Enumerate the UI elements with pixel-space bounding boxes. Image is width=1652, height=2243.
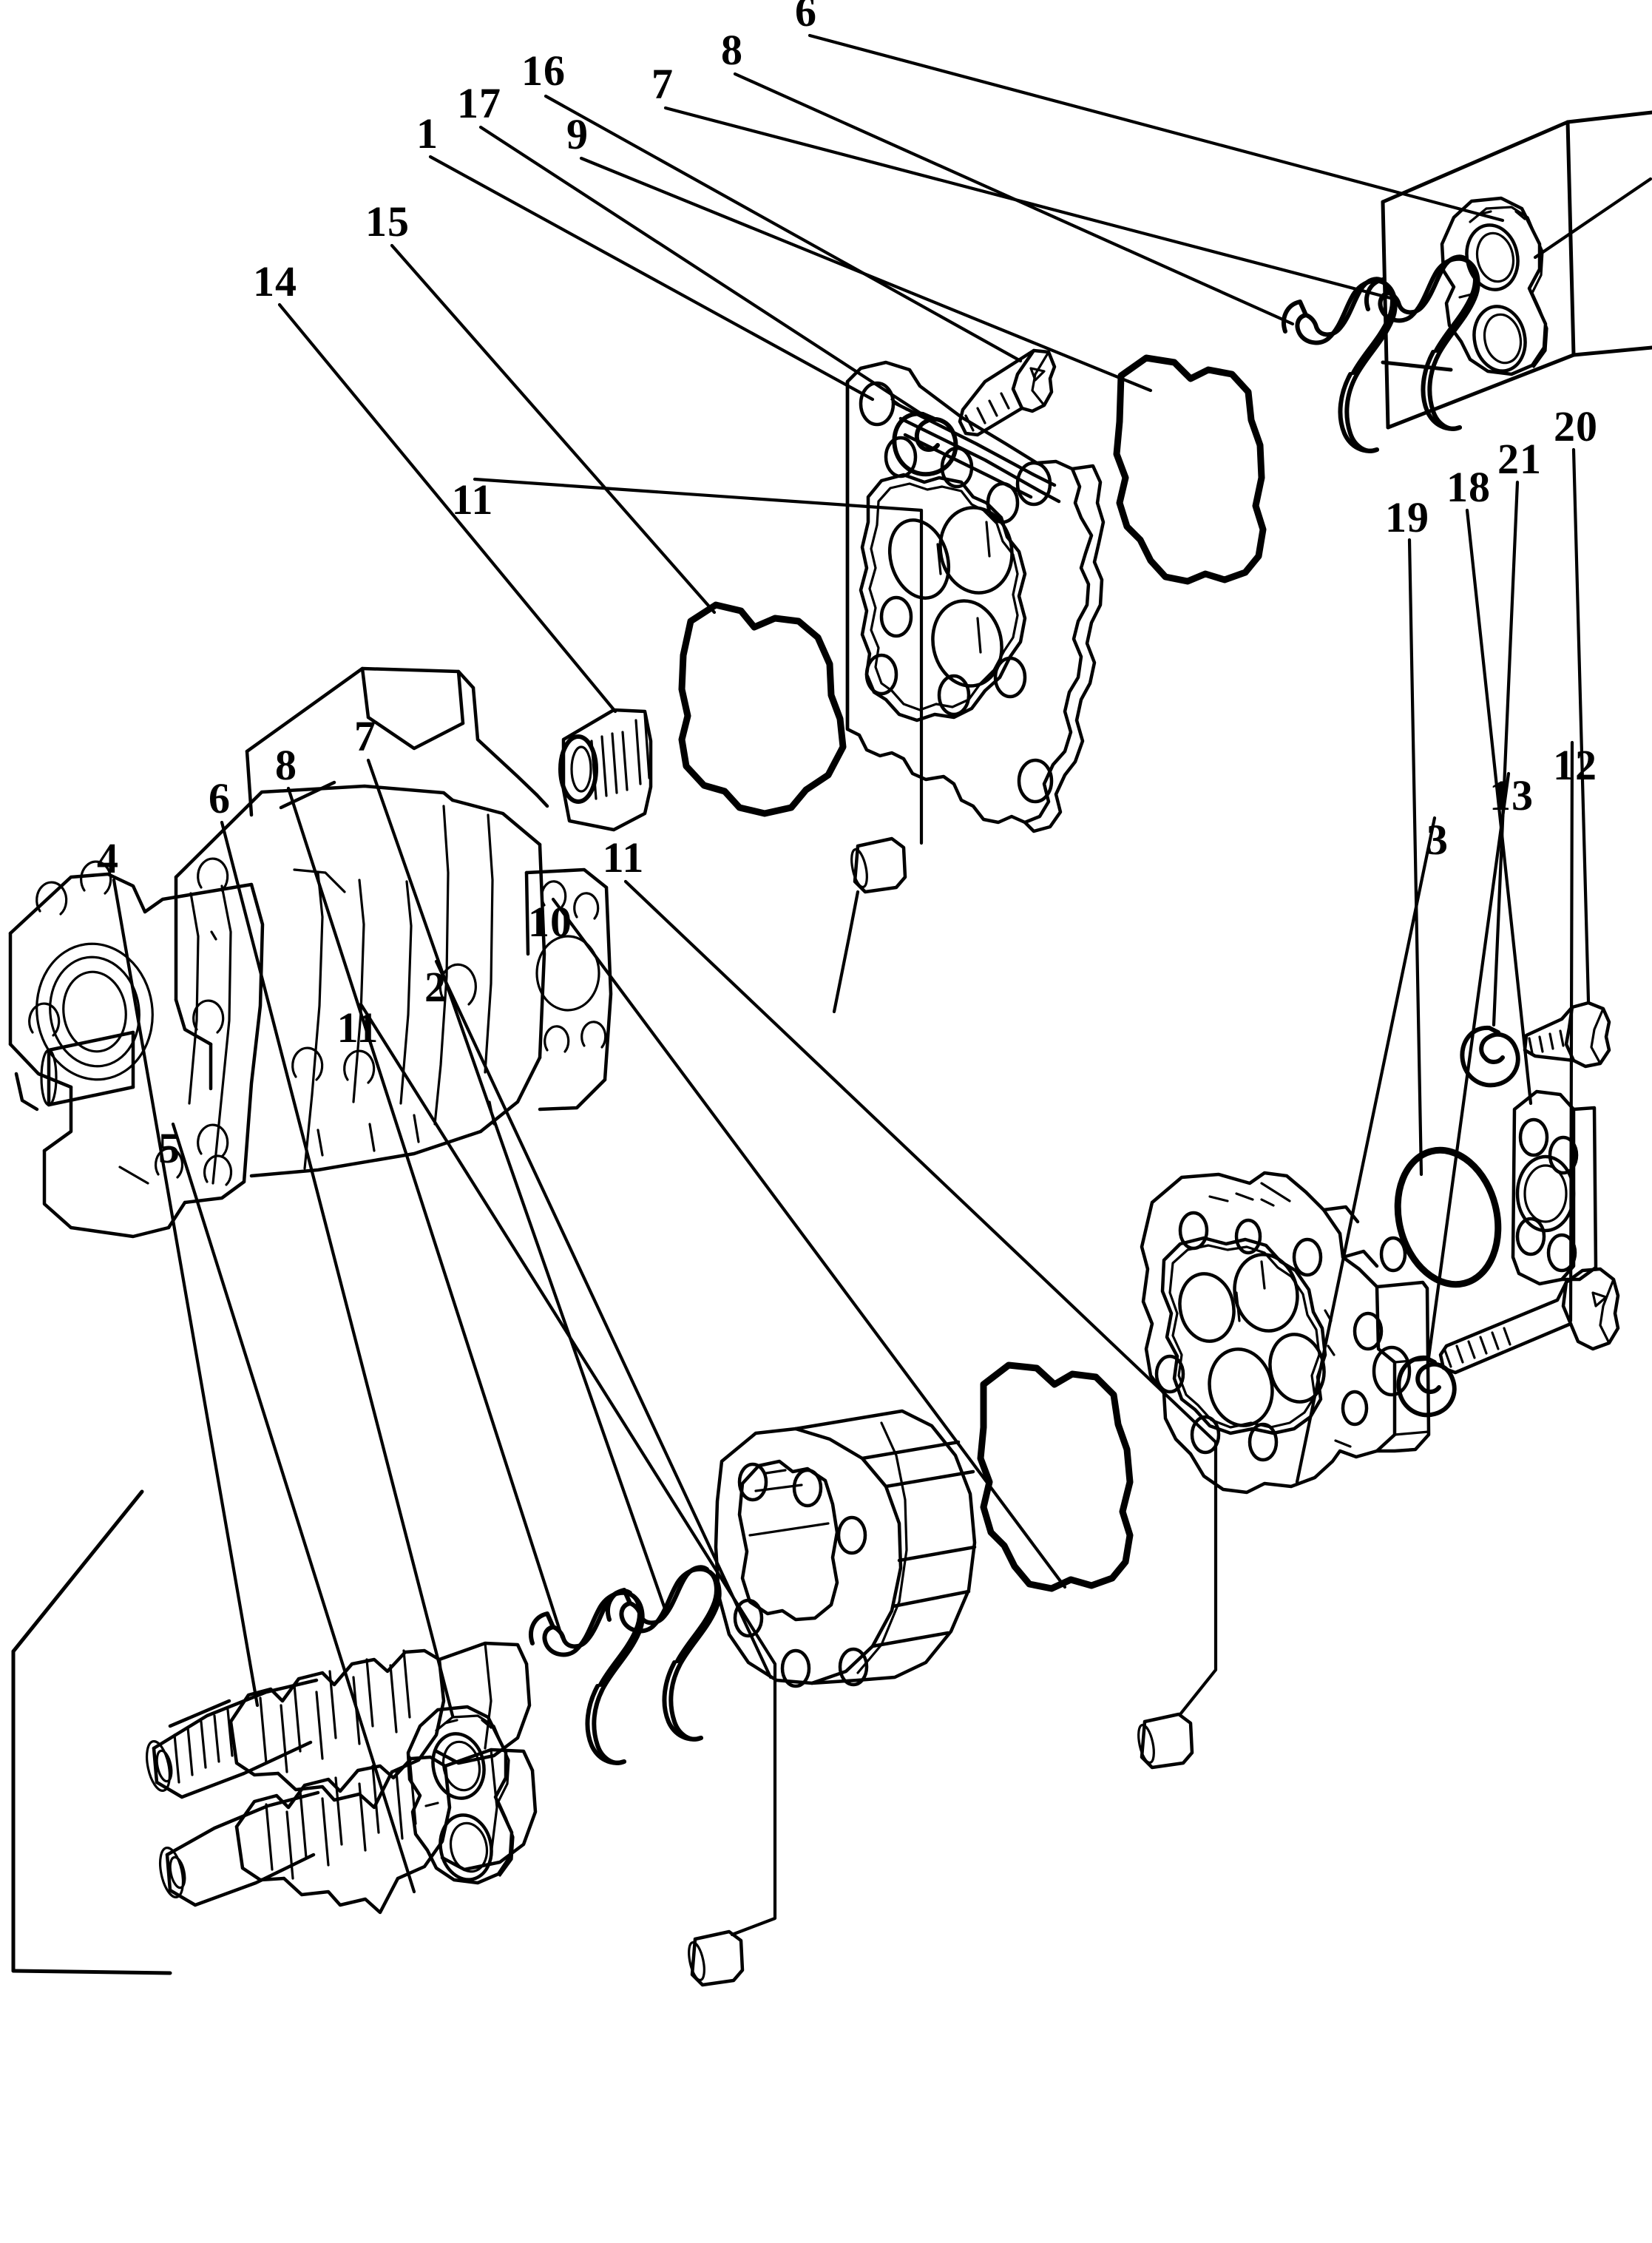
part-14-splined-bushing — [558, 708, 653, 832]
callout-11-mid: 11 — [602, 833, 645, 882]
callout-12: 12 — [1553, 741, 1597, 789]
callout-18: 18 — [1446, 463, 1491, 511]
detail-box-lower-left — [11, 1489, 172, 1975]
part-15-gasket — [678, 601, 847, 817]
part-19-o-ring — [1394, 1146, 1502, 1288]
part-4-drive-gear-shaft — [145, 1641, 532, 1810]
part-16-bolt — [958, 348, 1057, 437]
callout-4: 4 — [97, 834, 119, 882]
callout-16: 16 — [521, 47, 566, 95]
callout-8-upper: 8 — [721, 26, 743, 74]
callout-9: 9 — [566, 110, 589, 158]
part-6-seal-plate-upper — [1440, 196, 1548, 376]
part-8-backup-ring-upper — [1282, 277, 1398, 453]
callout-21: 21 — [1497, 435, 1542, 483]
callout-8-lower: 8 — [275, 741, 297, 789]
part-21-spring-washer — [1460, 1025, 1520, 1088]
part-18-flange-plate — [1511, 1089, 1598, 1286]
callout-20: 20 — [1554, 402, 1598, 450]
callout-13: 13 — [1489, 771, 1534, 819]
part-7-seal-ring-lower — [606, 1565, 722, 1742]
leader-lines — [112, 33, 1652, 1937]
part-7-seal-ring-upper — [1364, 254, 1480, 431]
part-11-dowel-pins — [688, 836, 1194, 1987]
callout-10: 10 — [528, 898, 572, 946]
callout-14: 14 — [253, 257, 297, 305]
part-1-front-cover-plate — [845, 360, 1106, 833]
callout-15: 15 — [365, 197, 410, 246]
part-9-seal-figure8 — [1113, 354, 1267, 585]
callout-3: 3 — [1426, 816, 1449, 864]
callout-2: 2 — [424, 963, 447, 1011]
callout-11-upper: 11 — [451, 476, 494, 524]
callout-1: 1 — [416, 109, 439, 158]
part-10-seal-figure8 — [977, 1361, 1134, 1592]
callout-6-lower: 6 — [209, 774, 231, 822]
part-2-gear-housing — [714, 1409, 977, 1688]
callout-6-upper: 6 — [795, 0, 817, 35]
callout-11-lower: 11 — [336, 1004, 379, 1052]
part-12-long-bolt — [1438, 1267, 1620, 1375]
callout-5: 5 — [158, 1124, 180, 1172]
callout-17: 17 — [457, 79, 501, 127]
callout-7-lower: 7 — [354, 712, 376, 760]
part-5-driven-gear-shaft — [158, 1748, 538, 1915]
part-6-seal-plate-lower — [406, 1705, 515, 1885]
pump-body-assembly — [8, 666, 613, 1239]
callout-7-upper: 7 — [651, 60, 674, 108]
callout-19: 19 — [1385, 493, 1429, 541]
part-3-rear-cover-housing — [1140, 1171, 1431, 1495]
